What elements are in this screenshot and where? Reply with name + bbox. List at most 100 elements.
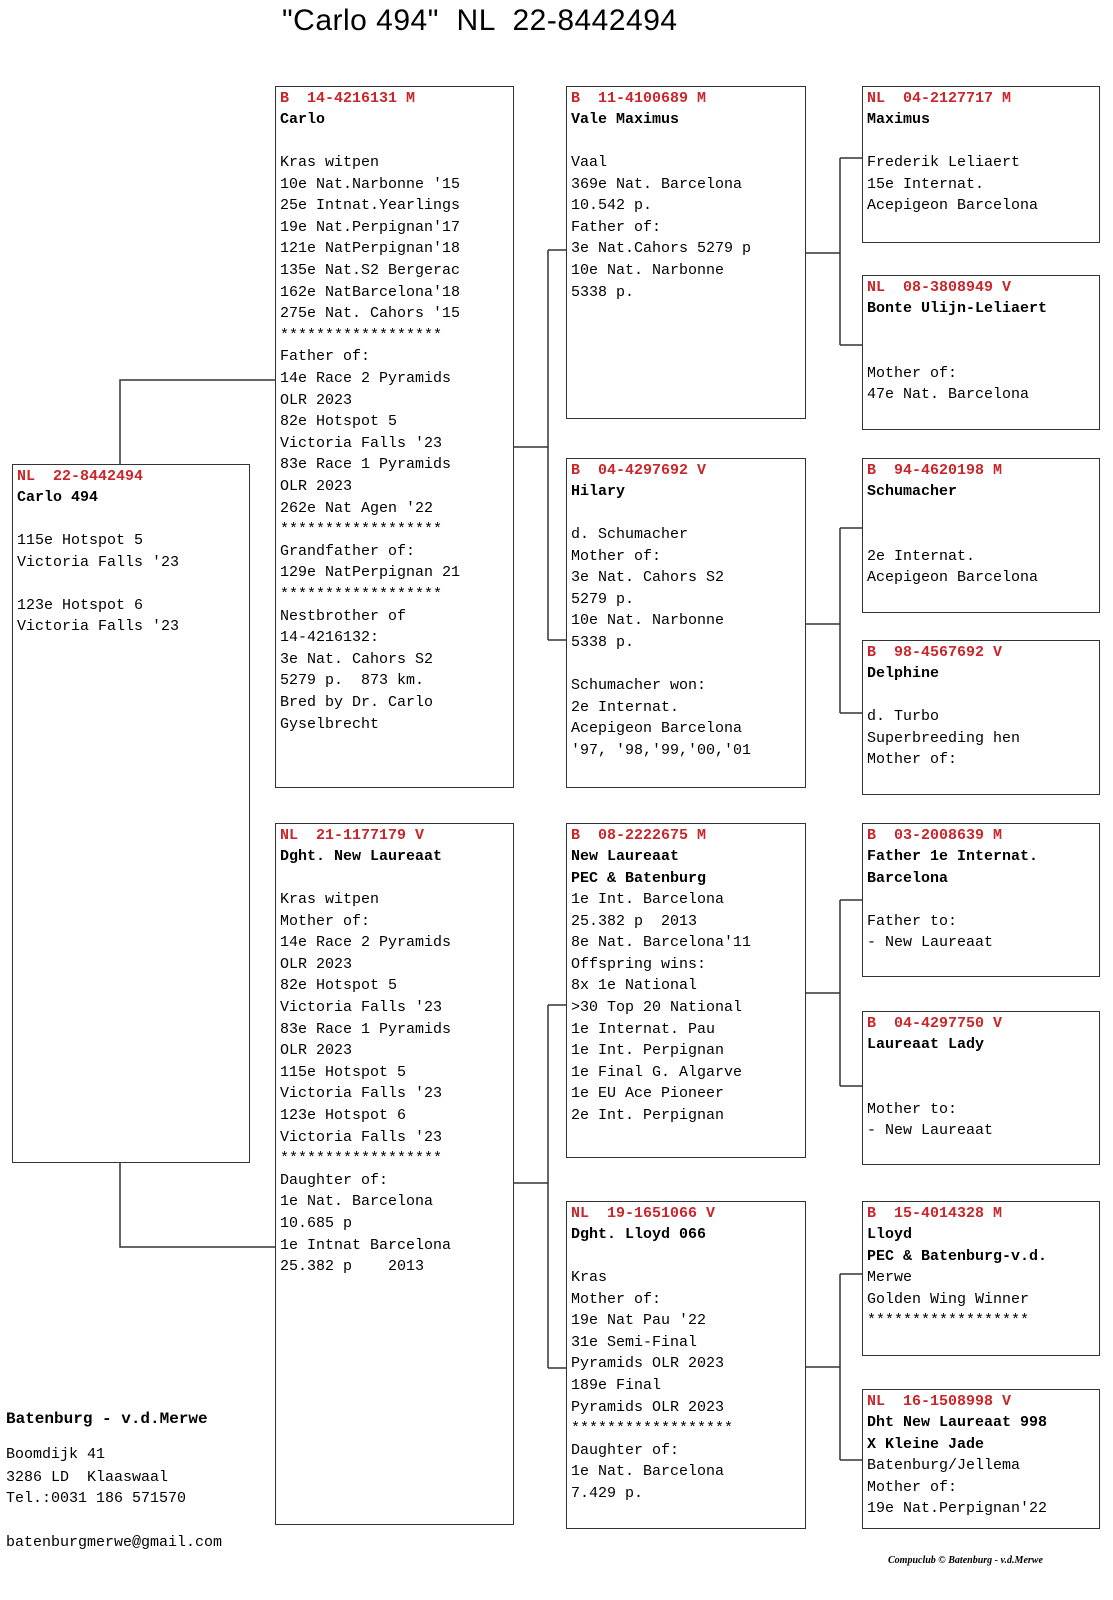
pigeon-name: Carlo (280, 111, 326, 128)
info-line: 5279 p. 873 km. (280, 672, 425, 690)
ring-number: B 03-2008639 M (867, 827, 1003, 844)
ggp-mmm-card[interactable]: NL 16-1508998 V Dht New Laureaat 998 X K… (862, 1389, 1100, 1529)
pigeon-name: Delphine (867, 665, 940, 682)
owner-address-street: Boomdijk 41 (6, 1446, 106, 1463)
info-line: 129e NatPerpignan 21 (280, 564, 461, 582)
info-line: 10e Nat. Narbonne (571, 262, 725, 280)
ring-number: NL 04-2127717 M (867, 90, 1012, 107)
separator-line: ****************** (571, 1420, 734, 1438)
info-line: Mother of: (867, 1478, 958, 1496)
info-line (280, 868, 509, 890)
ggp-mfm-card[interactable]: B 04-4297750 V Laureaat Lady Mother to: … (862, 1011, 1100, 1165)
ggp-fff-card[interactable]: NL 04-2127717 M Maximus Frederik Leliaer… (862, 86, 1100, 243)
info-line: Pyramids OLR 2023 (571, 1398, 725, 1416)
info-line: 1e Int. Barcelona (571, 891, 725, 908)
ring-number: B 98-4567692 V (867, 644, 1003, 661)
info-line: Victoria Falls '23 (280, 1128, 443, 1146)
pigeon-name-line-2: X Kleine Jade (867, 1435, 985, 1453)
info-line: Acepigeon Barcelona (571, 720, 743, 738)
ggp-mff-card[interactable]: B 03-2008639 M Father 1e Internat. Barce… (862, 823, 1100, 977)
info-line: Superbreeding hen (867, 729, 1021, 747)
ring-number: B 11-4100689 M (571, 90, 707, 107)
info-line: 10e Nat.Narbonne '15 (280, 175, 461, 193)
info-line: OLR 2023 (280, 391, 353, 409)
ggp-fmf-card[interactable]: B 94-4620198 M Schumacher 2e Internat. A… (862, 458, 1100, 613)
info-line: 25e Intnat.Yearlings (280, 197, 461, 215)
subject-card[interactable]: NL 22-8442494 Carlo 494 115e Hotspot 5 V… (12, 464, 250, 1163)
owner-email-link[interactable]: batenburgmerwe@gmail.com (6, 1534, 223, 1551)
pigeon-name: Dht New Laureaat 998 (867, 1414, 1048, 1431)
info-line: Daughter of: (571, 1441, 680, 1459)
info-line: 82e Hotspot 5 (280, 413, 398, 431)
pigeon-name: Bonte Ulijn-Leliaert (867, 300, 1048, 317)
info-line: 275e Nat. Cahors '15 (280, 305, 461, 323)
info-line: 1e Intnat Barcelona (280, 1236, 452, 1254)
info-line: 10e Nat. Narbonne (571, 612, 725, 630)
info-line: OLR 2023 (280, 1042, 353, 1060)
info-line: Mother of: (571, 1290, 662, 1308)
father-card[interactable]: B 14-4216131 M Carlo Kras witpen 10e Nat… (275, 86, 514, 788)
ring-number: B 94-4620198 M (867, 462, 1003, 479)
info-line: 8x 1e National (571, 977, 698, 995)
pigeon-name: Carlo 494 (17, 489, 99, 506)
separator-line: ****************** (867, 1312, 1030, 1330)
info-line: 19e Nat Pau '22 (571, 1312, 707, 1330)
info-line: Kras witpen (280, 891, 380, 909)
paternal-grandmother-card[interactable]: B 04-4297692 V Hilary d. Schumacher Moth… (566, 458, 806, 788)
info-line: >30 Top 20 National (571, 998, 743, 1016)
info-line: 1e Int. Perpignan (571, 1042, 725, 1060)
info-line: 5279 p. (571, 590, 635, 608)
ring-number: NL 16-1508998 V (867, 1393, 1012, 1410)
result-line (17, 509, 245, 531)
owner-name: Batenburg - v.d.Merwe (6, 1410, 208, 1428)
info-line (571, 654, 801, 676)
info-line: Grandfather of: (280, 542, 416, 560)
info-line: 19e Nat.Perpignan'17 (280, 218, 461, 236)
pigeon-name: Maximus (867, 111, 931, 128)
info-line: Batenburg/Jellema (867, 1457, 1021, 1474)
info-line (867, 131, 1095, 153)
ggp-mmf-card[interactable]: B 15-4014328 M Lloyd PEC & Batenburg-v.d… (862, 1201, 1100, 1356)
paternal-grandfather-card[interactable]: B 11-4100689 M Vale Maximus Vaal 369e Na… (566, 86, 806, 419)
separator-line: ****************** (280, 1150, 443, 1168)
info-line: Merwe (867, 1269, 913, 1286)
info-line: 3e Nat. Cahors S2 (571, 569, 725, 587)
result-line: Victoria Falls '23 (17, 618, 180, 636)
info-line: Father of: (571, 218, 662, 236)
maternal-grandfather-card[interactable]: B 08-2222675 M New Laureaat PEC & Batenb… (566, 823, 806, 1158)
info-line: Mother of: (280, 912, 371, 930)
info-line: Mother to: (867, 1100, 958, 1118)
info-line: 115e Hotspot 5 (280, 1063, 407, 1081)
info-line: Schumacher won: (571, 677, 707, 695)
info-line: 25.382 p 2013 (571, 912, 698, 930)
info-line: 162e NatBarcelona'18 (280, 283, 461, 301)
result-line: Victoria Falls '23 (17, 553, 180, 571)
mother-card[interactable]: NL 21-1177179 V Dght. New Laureaat Kras … (275, 823, 514, 1525)
pigeon-name: Dght. New Laureaat (280, 848, 443, 865)
info-line: Kras (571, 1269, 608, 1287)
info-line (280, 131, 509, 153)
info-line: Mother of: (571, 547, 662, 565)
info-line: 5338 p. (571, 634, 635, 652)
page-title: "Carlo 494" NL 22-8442494 (282, 4, 678, 37)
info-line: Father to: (867, 912, 958, 930)
info-line (867, 889, 1095, 911)
pigeon-name: Dght. Lloyd 066 (571, 1226, 707, 1243)
info-line: OLR 2023 (280, 955, 353, 973)
ggp-ffm-card[interactable]: NL 08-3808949 V Bonte Ulijn-Leliaert Mot… (862, 275, 1100, 430)
info-line: Bred by Dr. Carlo (280, 693, 434, 711)
info-line: 14-4216132: (280, 629, 380, 647)
maternal-grandmother-card[interactable]: NL 19-1651066 V Dght. Lloyd 066 Kras Mot… (566, 1201, 806, 1529)
ring-number: B 04-4297750 V (867, 1015, 1003, 1032)
separator-line: ****************** (280, 585, 443, 603)
info-line: 1e EU Ace Pioneer (571, 1085, 725, 1103)
info-line: 8e Nat. Barcelona'11 (571, 934, 752, 952)
separator-line: ****************** (280, 521, 443, 539)
footer-credit: Compuclub © Batenburg - v.d.Merwe (888, 1555, 1043, 1566)
ggp-fmm-card[interactable]: B 98-4567692 V Delphine d. Turbo Superbr… (862, 640, 1100, 795)
info-line (571, 131, 801, 153)
info-line: 2e Internat. (571, 698, 680, 716)
info-line: d. Turbo (867, 708, 940, 726)
